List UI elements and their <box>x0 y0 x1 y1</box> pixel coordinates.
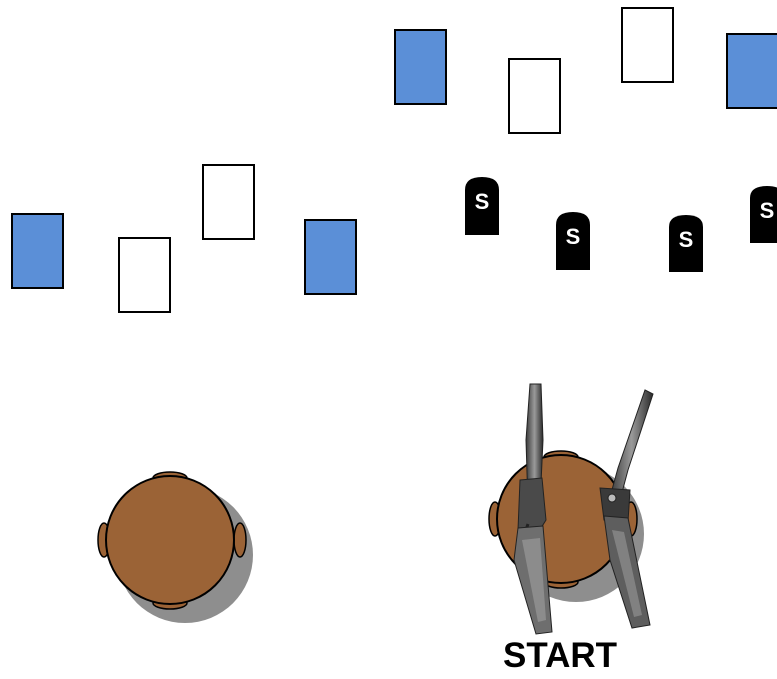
target-blue <box>726 33 777 109</box>
target-blue <box>11 213 64 289</box>
stop-plate: S <box>465 177 499 235</box>
stop-plate: S <box>750 186 777 243</box>
stop-plate-letter: S <box>679 227 694 252</box>
lever-action-rifle-icon <box>513 383 553 635</box>
target-blue <box>304 219 357 295</box>
stop-plate-letter: S <box>566 224 581 249</box>
target-blue <box>394 29 447 105</box>
stop-plate-letter: S <box>760 198 775 223</box>
target-no-shoot <box>202 164 255 240</box>
round-table <box>97 471 253 623</box>
start-label: START <box>502 636 618 675</box>
double-barrel-shotgun-icon <box>599 389 654 629</box>
target-no-shoot <box>118 237 171 313</box>
target-no-shoot <box>508 58 561 134</box>
stop-plate-letter: S <box>475 189 490 214</box>
target-no-shoot <box>621 7 674 83</box>
stop-plate: S <box>556 212 590 270</box>
stop-plate: S <box>669 215 703 272</box>
